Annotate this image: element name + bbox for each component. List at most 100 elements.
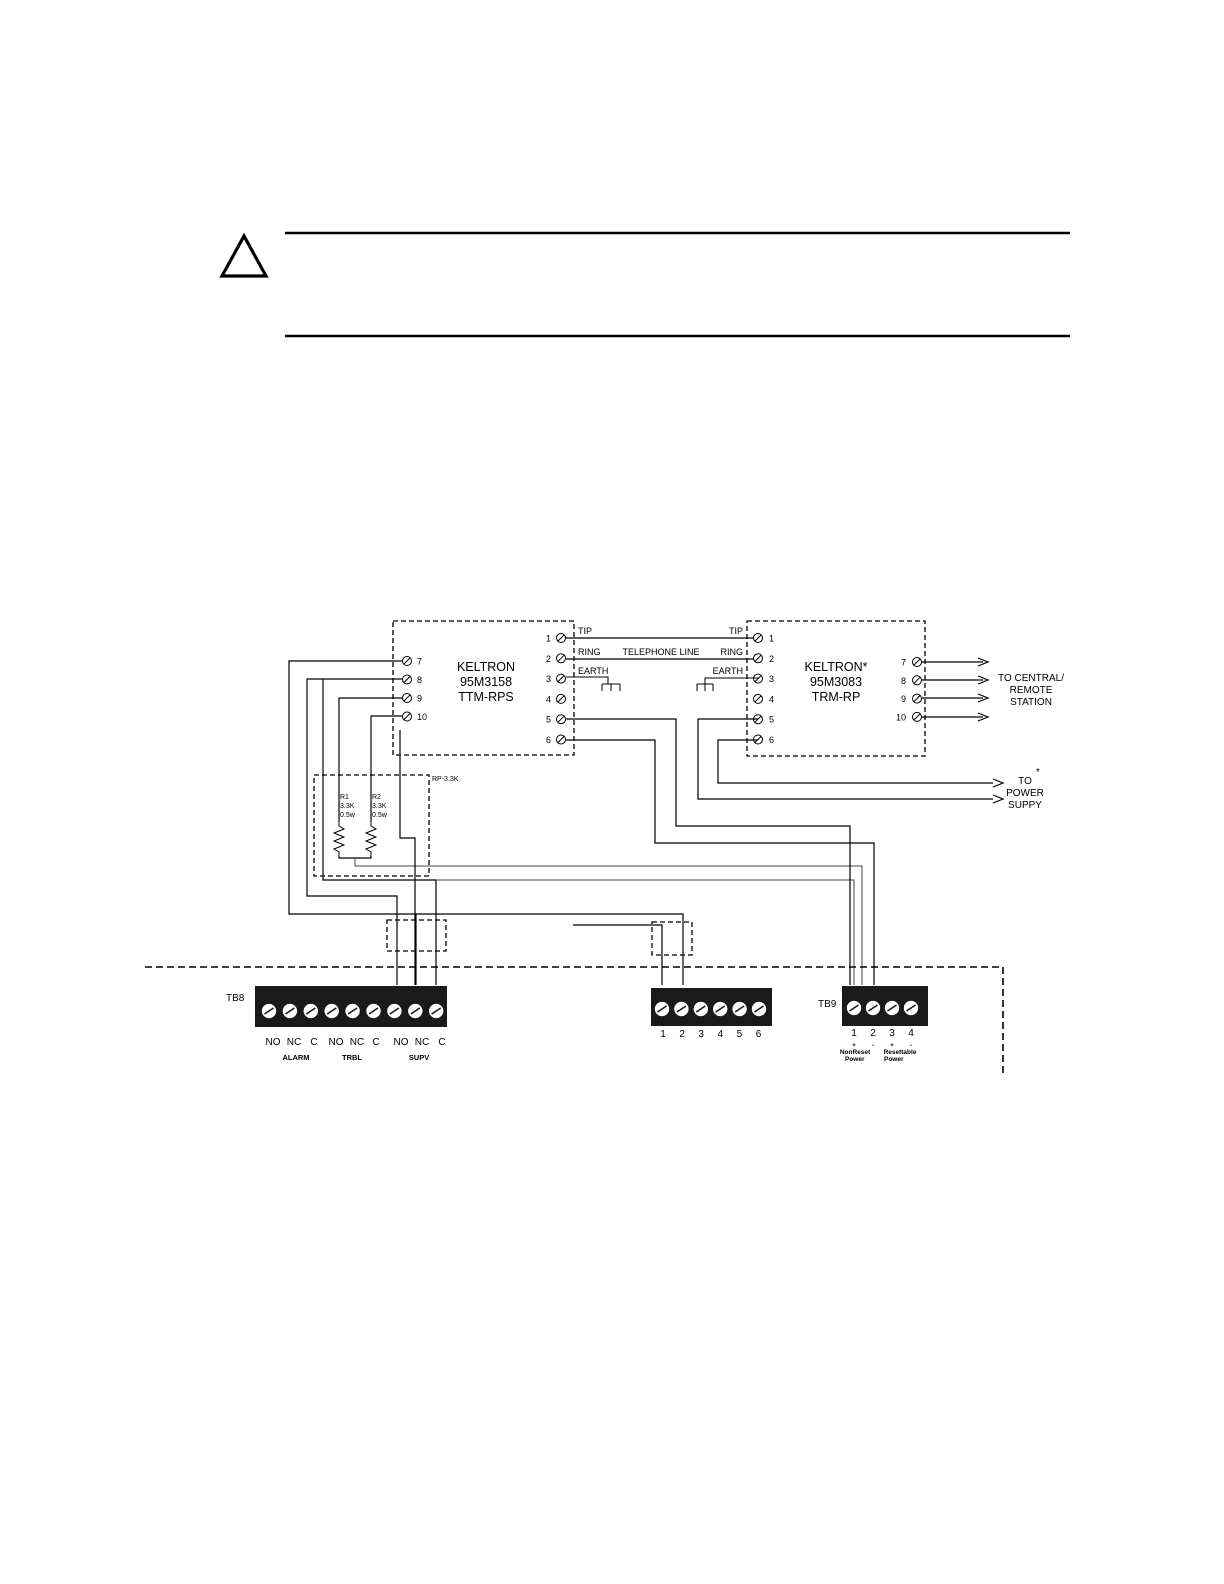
ttm-screw-terminal-5 (556, 714, 566, 725)
ttm-terminal-number: 3 (546, 674, 551, 684)
tb8-group-trbl: TRBL (342, 1053, 362, 1062)
tb9-polarity: + (890, 1042, 894, 1049)
tb8-group-alarm: ALARM (282, 1053, 309, 1062)
r2-label-line-1: R2 (372, 794, 381, 801)
tb8-screw (366, 1003, 381, 1019)
resistor-pack: RP-3.3K R1 3.3K 0.5w R2 3.3K 0.5w (313, 774, 459, 877)
tb9-number: 1 (851, 1028, 857, 1039)
r1-label-line-3: 0.5w (340, 812, 356, 819)
central-station-line-1: TO CENTRAL/ (998, 673, 1064, 684)
ttm-screw-terminal-6 (556, 734, 566, 745)
tb8-screw (324, 1003, 339, 1019)
tb8-screw (261, 1003, 277, 1019)
trm-earth-label: EARTH (713, 666, 743, 676)
tb8-group-supv: SUPV (409, 1053, 429, 1062)
trm-screw-terminal-2 (753, 653, 763, 664)
ttm-screw-terminal-9 (402, 693, 412, 703)
tb9-group-nonreset-line-2: Power (845, 1056, 865, 1063)
telephone-line-label: TELEPHONE LINE (622, 647, 699, 657)
tb8-screw (428, 1003, 444, 1019)
tb8-contact-label: NO (394, 1037, 409, 1048)
tb9-screw (865, 1000, 881, 1016)
ttm-terminal-number: 1 (546, 634, 551, 644)
trm-terminal-number: 6 (769, 735, 774, 745)
trm-module-outline (746, 620, 926, 757)
tb9-number: 3 (889, 1028, 895, 1039)
ttm-title-line-3: TTM-RPS (458, 690, 514, 704)
ttm-title-line-1: KELTRON (457, 660, 515, 674)
output-arrow (922, 657, 990, 667)
trm-terminal-number: 8 (901, 676, 906, 686)
center-tb-number: 5 (737, 1029, 743, 1040)
trm-terminal-number: 1 (769, 634, 774, 644)
output-arrow (922, 675, 990, 685)
ttm-terminal-number: 4 (546, 694, 551, 704)
r1-label-line-2: 3.3K (340, 803, 355, 810)
tb8-screws (261, 1003, 444, 1019)
resistor-r1-icon (332, 822, 346, 856)
trm-screw-terminal-9 (912, 693, 922, 704)
tb9-group-resettable-line-2: Power (884, 1056, 904, 1063)
tb8-screw (387, 1003, 402, 1019)
trm-title-line-3: TRM-RP (812, 690, 861, 704)
caution-triangle-icon (219, 232, 269, 278)
tb9-polarity: + (852, 1042, 856, 1049)
trm-title-line-1: KELTRON* (805, 660, 868, 674)
central-station-line-3: STATION (1010, 697, 1052, 708)
tb9-label: TB9 (818, 999, 837, 1010)
trm-earth-ground-icon (696, 677, 758, 691)
tb8-screw (303, 1003, 319, 1019)
resistor-r2-icon (364, 822, 378, 856)
tb9-screws (846, 1000, 919, 1016)
trm-screw-terminal-7 (912, 657, 922, 667)
tb8-contact-label: C (310, 1037, 317, 1048)
tb8-contact-label: NO (329, 1037, 344, 1048)
tb8-screw (408, 1003, 423, 1019)
ttm-terminal-number: 5 (546, 715, 551, 725)
trm-screw-terminal-1 (753, 633, 763, 643)
center-tb-screw (693, 1001, 709, 1017)
tb9-polarity: - (910, 1042, 912, 1049)
ttm-screw-terminal-1 (556, 633, 566, 643)
wiring (288, 660, 875, 985)
center-tb-number: 2 (679, 1029, 685, 1040)
caution-block (219, 231, 1070, 338)
ttm-terminal-number: 2 (546, 654, 551, 664)
cable-clamp-left (386, 919, 447, 952)
ttm-screw-terminal-2 (556, 653, 566, 664)
tb8-contact-label: C (372, 1037, 379, 1048)
trm-terminal-number: 4 (769, 694, 774, 704)
r1-label-line-1: R1 (340, 794, 349, 801)
center-tb-screw (712, 1001, 728, 1017)
center-tb-number: 1 (660, 1029, 666, 1040)
center-tb-screw (751, 1001, 767, 1017)
trm-screw-terminal-10 (912, 711, 922, 722)
trm-terminal-number: 9 (901, 694, 906, 704)
ttm-terminal-number: 7 (417, 657, 422, 667)
ttm-screw-terminal-3 (556, 673, 566, 684)
ttm-screw-terminal-8 (402, 674, 412, 685)
resistor-pack-label: RP-3.3K (432, 776, 459, 783)
center-tb-number: 6 (756, 1029, 762, 1040)
panel-boundary (145, 966, 1004, 1075)
trm-screw-terminal-8 (912, 675, 922, 686)
trm-tip-label: TIP (729, 626, 743, 636)
power-supply-star: * (1036, 767, 1040, 778)
tb9-screw (846, 1000, 862, 1016)
cable-clamp-center (651, 921, 693, 956)
ttm-ring-label: RING (578, 647, 601, 657)
ttm-earth-label: EARTH (578, 666, 608, 676)
ttm-module-outline (392, 620, 575, 756)
tb8-screw (282, 1003, 298, 1019)
ttm-title-line-2: 95M3158 (460, 675, 512, 689)
